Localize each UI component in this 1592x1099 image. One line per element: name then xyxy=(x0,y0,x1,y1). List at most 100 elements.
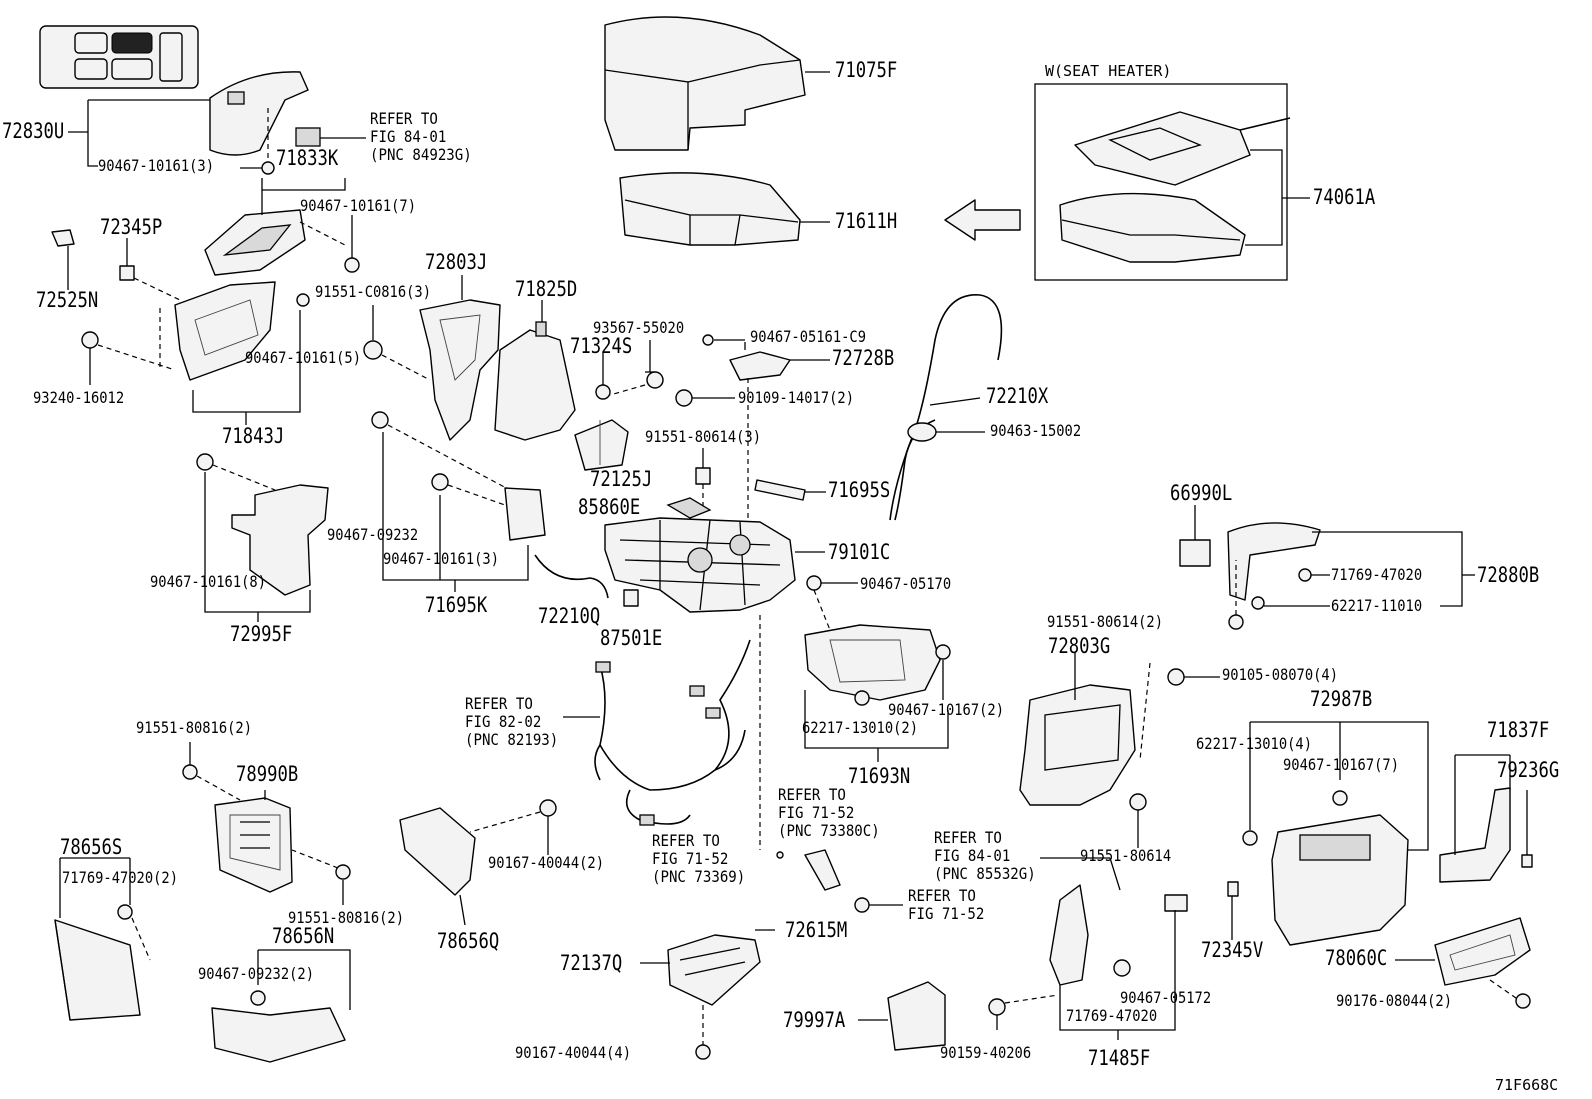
inset-title: W(SEAT HEATER) xyxy=(1045,62,1172,80)
part-label: 90109-14017(2) xyxy=(738,388,854,407)
part-label: 62217-13010(4) xyxy=(1196,734,1312,753)
part-71695k-illustration xyxy=(504,487,546,541)
part-72830u-illustration xyxy=(209,71,309,175)
inset-box xyxy=(1034,83,1288,281)
part-label: 71769-47020(2) xyxy=(62,868,178,887)
part-label: 72987B xyxy=(1310,687,1373,711)
part-label: 91551-80614 xyxy=(1080,846,1172,865)
part-71693n-illustration xyxy=(804,624,941,701)
part-label: 72210Q xyxy=(538,604,601,628)
part-label: 71324S xyxy=(570,334,633,358)
part-label: 71833K xyxy=(276,146,339,170)
part-78656s-illustration xyxy=(54,919,141,1021)
part-label: 93240-16012 xyxy=(33,388,125,407)
part-71075f-illustration xyxy=(604,16,806,151)
part-label: 90467-05170 xyxy=(860,574,952,593)
part-72987b-illustration xyxy=(1271,814,1409,946)
part-71833k-illustration xyxy=(204,209,306,276)
part-label: 90467-10161(5) xyxy=(245,348,361,367)
part-71825d-illustration xyxy=(494,321,576,441)
refer-note: REFER TO FIG 71-52 (PNC 73380C) xyxy=(778,785,880,840)
part-label: 78656N xyxy=(272,924,335,948)
part-label: 72803J xyxy=(425,250,488,274)
refer-note: REFER TO FIG 71-52 xyxy=(908,886,985,923)
part-72137q-illustration xyxy=(667,934,761,1006)
part-72803j-illustration xyxy=(419,299,501,441)
part-label: 91551-80614(3) xyxy=(645,427,761,446)
part-label: 90467-10167(2) xyxy=(888,700,1004,719)
part-label: 91551-80816(2) xyxy=(136,718,252,737)
clip-72345p-icon xyxy=(119,265,135,281)
part-71843j-illustration xyxy=(81,281,310,385)
part-72880b-illustration xyxy=(1227,522,1321,601)
part-78990b-illustration xyxy=(214,797,293,893)
part-label: 90467-10161(7) xyxy=(300,196,416,215)
part-71695s-illustration xyxy=(754,479,806,501)
part-71611h-illustration xyxy=(619,172,801,246)
part-label: 90167-40044(2) xyxy=(488,853,604,872)
part-label: 78060C xyxy=(1325,946,1388,970)
part-label: 71825D xyxy=(515,277,578,301)
part-label: 90105-08070(4) xyxy=(1222,665,1338,684)
part-label: 72995F xyxy=(230,622,293,646)
part-label: 91551-80816(2) xyxy=(288,908,404,927)
refer-note: REFER TO FIG 82-02 (PNC 82193) xyxy=(465,694,559,749)
connector-icon xyxy=(295,127,321,147)
part-label: 72137Q xyxy=(560,951,623,975)
drawing-code: 71F668C xyxy=(1495,1076,1559,1094)
part-71485f-illustration xyxy=(1049,884,1089,986)
part-label: 72125J xyxy=(590,467,653,491)
part-label: 71695S xyxy=(828,478,891,502)
part-label: 66990L xyxy=(1170,481,1233,505)
refer-note: REFER TO FIG 71-52 (PNC 73369) xyxy=(652,831,746,886)
part-label: 72525N xyxy=(36,288,99,312)
part-78656q-illustration xyxy=(399,807,476,896)
switch-66990l-icon xyxy=(1179,539,1211,567)
part-79101c-illustration xyxy=(604,517,796,613)
part-label: 72345P xyxy=(100,215,163,239)
part-label: 90467-09232 xyxy=(327,525,419,544)
part-label: 72210X xyxy=(986,384,1049,408)
part-label: 90467-10161(3) xyxy=(383,549,499,568)
part-label: 72345V xyxy=(1201,938,1264,962)
part-label: 72803G xyxy=(1048,634,1111,658)
part-label: 90167-40044(4) xyxy=(515,1043,631,1062)
part-label: 72615M xyxy=(785,918,848,942)
part-label: 91551-80614(2) xyxy=(1047,612,1163,631)
part-label: 78656S xyxy=(60,835,123,859)
clip-72525n-icon xyxy=(51,229,75,247)
part-71837f-illustration xyxy=(1439,787,1511,883)
part-label: 85860E xyxy=(578,495,641,519)
part-label: 74061A xyxy=(1313,185,1376,209)
part-label: 71485F xyxy=(1088,1046,1151,1070)
cable-72210x-illustration xyxy=(889,294,1003,521)
part-label: 90467-05161-C9 xyxy=(750,327,866,346)
part-72728b-illustration xyxy=(729,351,791,381)
part-label: 90467-10167(7) xyxy=(1283,755,1399,774)
part-label: 87501E xyxy=(600,626,663,650)
part-78656n-illustration xyxy=(211,1007,346,1063)
part-label: 71611H xyxy=(835,209,898,233)
part-73380c-illustration xyxy=(804,849,841,891)
part-label: 71843J xyxy=(222,424,285,448)
part-72125j-illustration xyxy=(574,419,629,471)
part-label: 90467-10161(3) xyxy=(98,156,214,175)
part-label: 90159-40206 xyxy=(940,1043,1032,1062)
part-label: 71695K xyxy=(425,593,488,617)
part-78060c-illustration xyxy=(1434,917,1531,986)
part-79997a-illustration xyxy=(887,981,946,1051)
part-label: 93567-55020 xyxy=(593,318,685,337)
part-74061a-illustration xyxy=(1059,111,1291,263)
part-label: 90467-05172 xyxy=(1120,988,1212,1007)
part-label: 62217-11010 xyxy=(1331,596,1423,615)
part-72803g-illustration xyxy=(1019,684,1136,806)
part-label: 72830U xyxy=(2,119,65,143)
wiring-harness-illustration xyxy=(594,639,751,826)
part-label: 72728B xyxy=(832,346,895,370)
refer-note: REFER TO FIG 84-01 (PNC 84923G) xyxy=(370,109,472,164)
part-label: 71075F xyxy=(835,58,898,82)
part-label: 90176-08044(2) xyxy=(1336,991,1452,1010)
part-label: 90463-15002 xyxy=(990,421,1082,440)
